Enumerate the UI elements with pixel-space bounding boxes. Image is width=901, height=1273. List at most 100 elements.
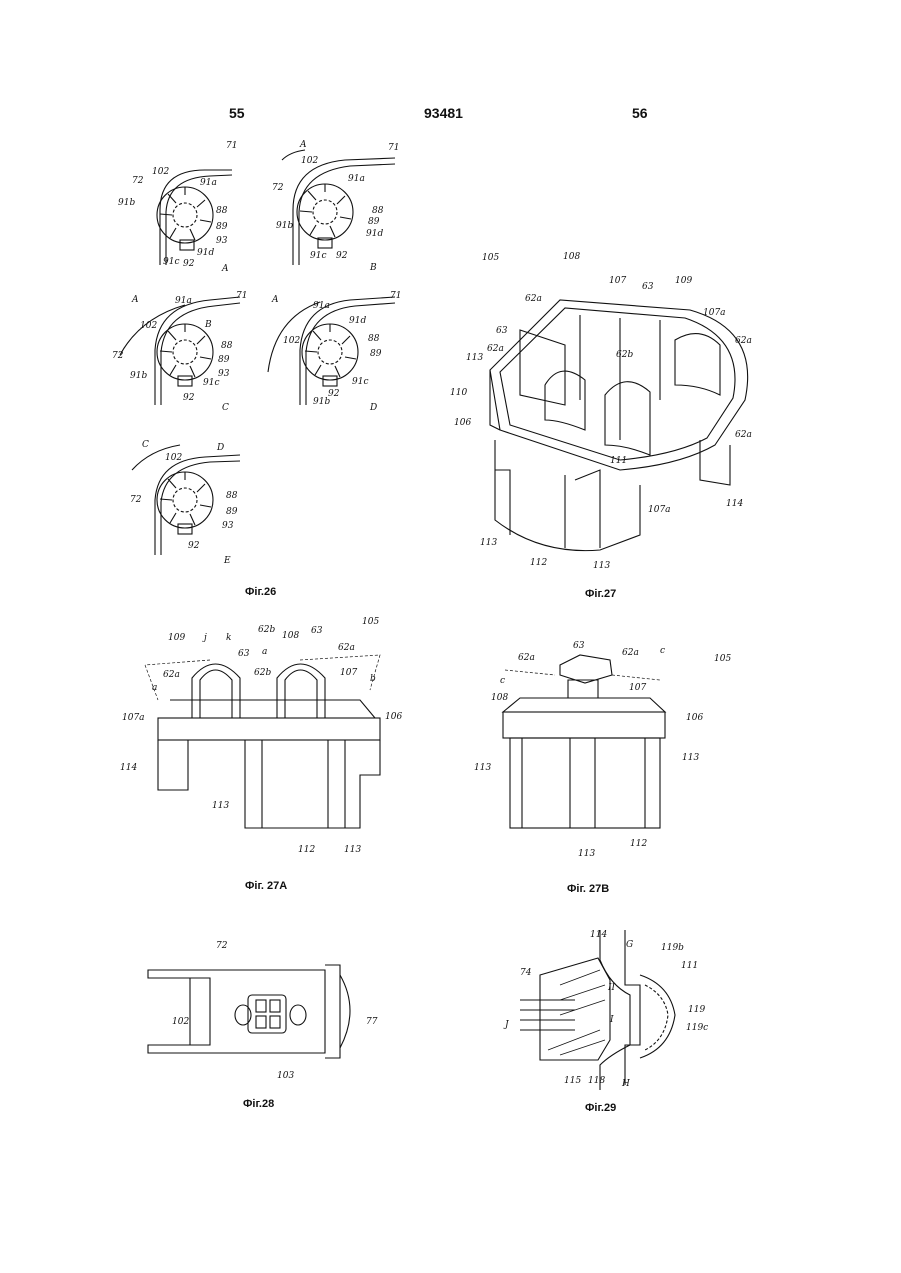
ref-62a-f27b: 62a	[518, 653, 535, 663]
ref-111-f29: 111	[681, 961, 698, 971]
ref-j-f29: J	[503, 1020, 510, 1030]
ref-71: 71	[226, 141, 237, 151]
arrow-label-d-e: D	[216, 443, 224, 453]
ref-92-c: 92	[183, 393, 195, 403]
ref-88-e: 88	[226, 491, 238, 501]
ref-115-f29: 115	[564, 1076, 581, 1086]
ref-63-f27b: 63	[496, 326, 508, 336]
ref-91a: 91a	[200, 178, 217, 188]
ref-105-f27: 105	[482, 253, 499, 263]
ref-106-f27: 106	[454, 418, 471, 428]
ref-93: 93	[216, 236, 228, 246]
ref-89-d: 89	[370, 349, 382, 359]
ref-88-d: 88	[368, 334, 380, 344]
ref-62b-f27a-b: 62b	[254, 668, 271, 678]
ref-g-f29: G	[626, 940, 633, 950]
ref-k-f27a: k	[226, 633, 231, 643]
ref-102-f28: 102	[172, 1017, 189, 1027]
ref-111-f27: 111	[610, 456, 627, 466]
arrow-label-a: A	[299, 140, 307, 150]
ref-89-e: 89	[226, 507, 238, 517]
ref-119c-f29: 119c	[686, 1023, 708, 1033]
ref-a-f27a: a	[262, 647, 267, 657]
panel-label-d: D	[369, 403, 377, 413]
ref-118-f29: 118	[588, 1076, 605, 1086]
ref-i-f29: I	[609, 1015, 614, 1025]
ref-113-f27b-b: 113	[682, 753, 699, 763]
ref-109-f27: 109	[675, 276, 692, 286]
ref-91a-c: 91a	[175, 296, 192, 306]
ref-63-f27a-b: 63	[311, 626, 323, 636]
ref-71-c: 71	[236, 291, 247, 301]
ref-72-b: 72	[272, 183, 284, 193]
ref-72-c: 72	[112, 351, 124, 361]
ref-ii-f29: II	[607, 983, 616, 993]
caption-fig27a: Фіг. 27A	[245, 880, 287, 892]
ref-91a-b: 91a	[348, 174, 365, 184]
ref-b-f27a: b	[370, 674, 376, 684]
ref-89-b: 89	[368, 217, 380, 227]
caption-fig26: Фіг.26	[245, 586, 276, 598]
ref-93-e: 93	[222, 521, 234, 531]
ref-113-f27a-b: 113	[344, 845, 361, 855]
ref-a-f27a-b: a	[152, 683, 157, 693]
caption-fig28: Фіг.28	[243, 1098, 274, 1110]
ref-114-f29: 114	[590, 930, 607, 940]
ref-92-e: 92	[188, 541, 200, 551]
ref-89-c: 89	[218, 355, 230, 365]
label-b-c: B	[204, 320, 212, 330]
ref-106-f27b: 106	[686, 713, 703, 723]
ref-j-f27a: j	[202, 633, 207, 643]
ref-107a-f27b: 107a	[648, 505, 671, 515]
caption-fig27b: Фіг. 27B	[567, 883, 609, 895]
ref-113-f27c: 113	[593, 561, 610, 571]
caption-fig29: Фіг.29	[585, 1102, 616, 1114]
ref-109-f27a: 109	[168, 633, 185, 643]
caption-fig27: Фіг.27	[585, 588, 616, 600]
ref-113-f27b-c: 113	[578, 849, 595, 859]
figure-27-drawing: 105 108 107 63 109 107a 62a 62a 63 62a 6…	[450, 252, 752, 571]
ref-91d: 91d	[197, 248, 214, 258]
ref-91d-d: 91d	[349, 316, 366, 326]
panel-label-c: C	[222, 403, 229, 413]
arrow-label-d: A	[271, 295, 279, 305]
ref-113-f27b: 113	[480, 538, 497, 548]
ref-102-e: 102	[165, 453, 182, 463]
ref-63-f27: 63	[642, 282, 654, 292]
ref-112-f27b: 112	[630, 839, 647, 849]
ref-103-f28: 103	[277, 1071, 294, 1081]
ref-91c-d: 91c	[352, 377, 369, 387]
ref-91d-b: 91d	[366, 229, 383, 239]
fig26-panel-d: A 71 91a 91d 88 102 89 91c 91b 92 D	[268, 291, 401, 413]
ref-62a-f27c: 62a	[487, 344, 504, 354]
ref-63-f27a: 63	[238, 649, 250, 659]
ref-62a-f27d: 62a	[735, 430, 752, 440]
ref-102-d: 102	[283, 336, 300, 346]
fig26-panel-c: A 71 91a B 102 72 91b 88 89 93 91c 92 C	[112, 291, 247, 413]
ref-92: 92	[183, 259, 195, 269]
ref-88-c: 88	[221, 341, 233, 351]
ref-113-f27: 113	[466, 353, 483, 363]
ref-91b: 91b	[118, 198, 135, 208]
ref-106-f27a: 106	[385, 712, 402, 722]
ref-110-f27: 110	[450, 388, 467, 398]
ref-107-f27b: 107	[629, 683, 646, 693]
ref-107-f27a: 107	[340, 668, 357, 678]
ref-107-f27: 107	[609, 276, 626, 286]
ref-112-f27a: 112	[298, 845, 315, 855]
ref-89: 89	[216, 222, 228, 232]
ref-119-f29: 119	[688, 1005, 705, 1015]
ref-92-b: 92	[336, 251, 348, 261]
figure-29-drawing: 74 114 G 119b 111 II I J 119 119c 115 11…	[503, 930, 708, 1090]
ref-72-e: 72	[130, 495, 142, 505]
ref-h-f29: H	[621, 1079, 630, 1089]
ref-62a-f27a: 62a	[338, 643, 355, 653]
ref-107a-f27: 107a	[703, 308, 726, 318]
ref-108-f27b: 108	[491, 693, 508, 703]
ref-72: 72	[132, 176, 144, 186]
ref-105-f27b: 105	[714, 654, 731, 664]
ref-91c: 91c	[163, 257, 180, 267]
ref-62b-f27a: 62b	[258, 625, 275, 635]
ref-93-c: 93	[218, 369, 230, 379]
